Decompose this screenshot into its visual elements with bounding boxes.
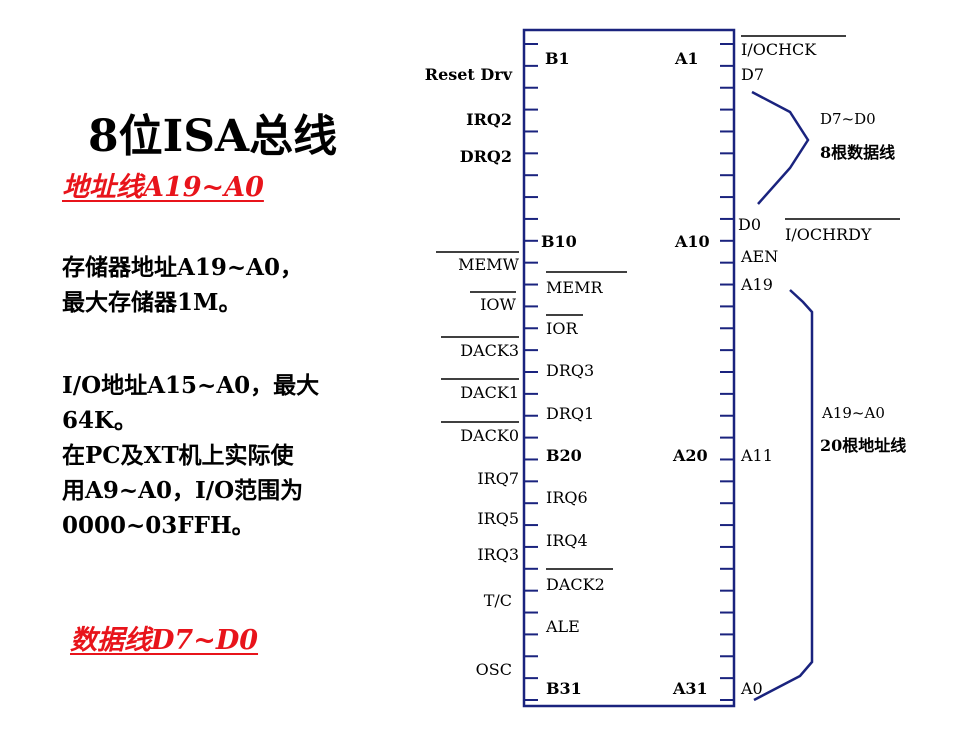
io-line-4: 用A9~A0，I/O范围为 xyxy=(62,477,304,504)
pin-a10: A10 xyxy=(674,232,710,251)
data-range-label: D7~D0 xyxy=(820,110,876,128)
addr-desc-label: 20根地址线 xyxy=(820,436,906,455)
pin-d7: D7 xyxy=(741,65,764,84)
memory-description: 存储器地址A19~A0， 最大存储器1M。 xyxy=(62,250,303,320)
io-description: I/O地址A15~A0，最大 64K。 在PC及XT机上实际使 用A9~A0，I… xyxy=(62,368,319,543)
pin-drq1: DRQ1 xyxy=(546,404,594,423)
pin-b10: B10 xyxy=(541,232,577,251)
pin-b1: B1 xyxy=(545,49,570,68)
data-lines-heading: 数据线D7~D0 xyxy=(70,625,259,656)
pin-a31: A31 xyxy=(672,679,708,698)
pin-b31: B31 xyxy=(546,679,582,698)
pin-irq6: IRQ6 xyxy=(546,488,588,507)
pin-irq2: IRQ2 xyxy=(466,110,512,129)
io-line-5: 0000~03FFH。 xyxy=(62,512,255,539)
connector-body xyxy=(522,28,736,708)
pin-aen: AEN xyxy=(740,247,778,266)
data-desc-label: 8根数据线 xyxy=(820,143,895,162)
pin-tc: T/C xyxy=(484,591,512,610)
data-lines-brace xyxy=(751,90,810,205)
pin-d0: D0 xyxy=(738,215,761,234)
pin-irq3: IRQ3 xyxy=(477,545,519,564)
pin-dack2: DACK2 xyxy=(546,575,605,594)
pin-dack0: DACK0 xyxy=(460,426,519,445)
pin-drq3: DRQ3 xyxy=(546,361,594,380)
io-line-2: 64K。 xyxy=(62,407,137,434)
addr-range-label: A19~A0 xyxy=(821,404,885,422)
pin-a20: A20 xyxy=(672,446,708,465)
address-lines-heading: 地址线A19~A0 xyxy=(62,172,264,203)
pin-b20: B20 xyxy=(546,446,582,465)
pin-iochrdy: I/OCHRDY xyxy=(785,225,872,244)
pin-irq7: IRQ7 xyxy=(477,469,519,488)
pin-ale: ALE xyxy=(545,617,580,636)
pin-ior: IOR xyxy=(546,319,578,338)
pin-a11: A11 xyxy=(740,446,773,465)
pin-osc: OSC xyxy=(476,660,512,679)
pin-a1: A1 xyxy=(674,49,699,68)
pin-memr: MEMR xyxy=(546,278,603,297)
pin-irq4: IRQ4 xyxy=(546,531,588,550)
pin-iochck: I/OCHCK xyxy=(741,40,817,59)
pin-dack3: DACK3 xyxy=(460,341,519,360)
pin-iow: IOW xyxy=(480,295,516,314)
memory-line-1: 存储器地址A19~A0， xyxy=(62,254,303,281)
io-line-3: 在PC及XT机上实际使 xyxy=(62,442,294,469)
pin-memw: MEMW xyxy=(458,255,519,274)
pin-dack1: DACK1 xyxy=(460,383,519,402)
pin-irq5: IRQ5 xyxy=(477,509,519,528)
pin-drq2: DRQ2 xyxy=(460,147,512,166)
pin-ticks xyxy=(524,43,734,701)
pin-a19: A19 xyxy=(740,275,773,294)
memory-line-2: 最大存储器1M。 xyxy=(62,289,242,316)
pin-a0: A0 xyxy=(740,679,763,698)
address-lines-bracket xyxy=(753,289,814,702)
pin-reset-drv: Reset Drv xyxy=(425,65,513,84)
io-line-1: I/O地址A15~A0，最大 xyxy=(62,372,320,399)
page-title: 8位ISA总线 xyxy=(88,111,338,162)
